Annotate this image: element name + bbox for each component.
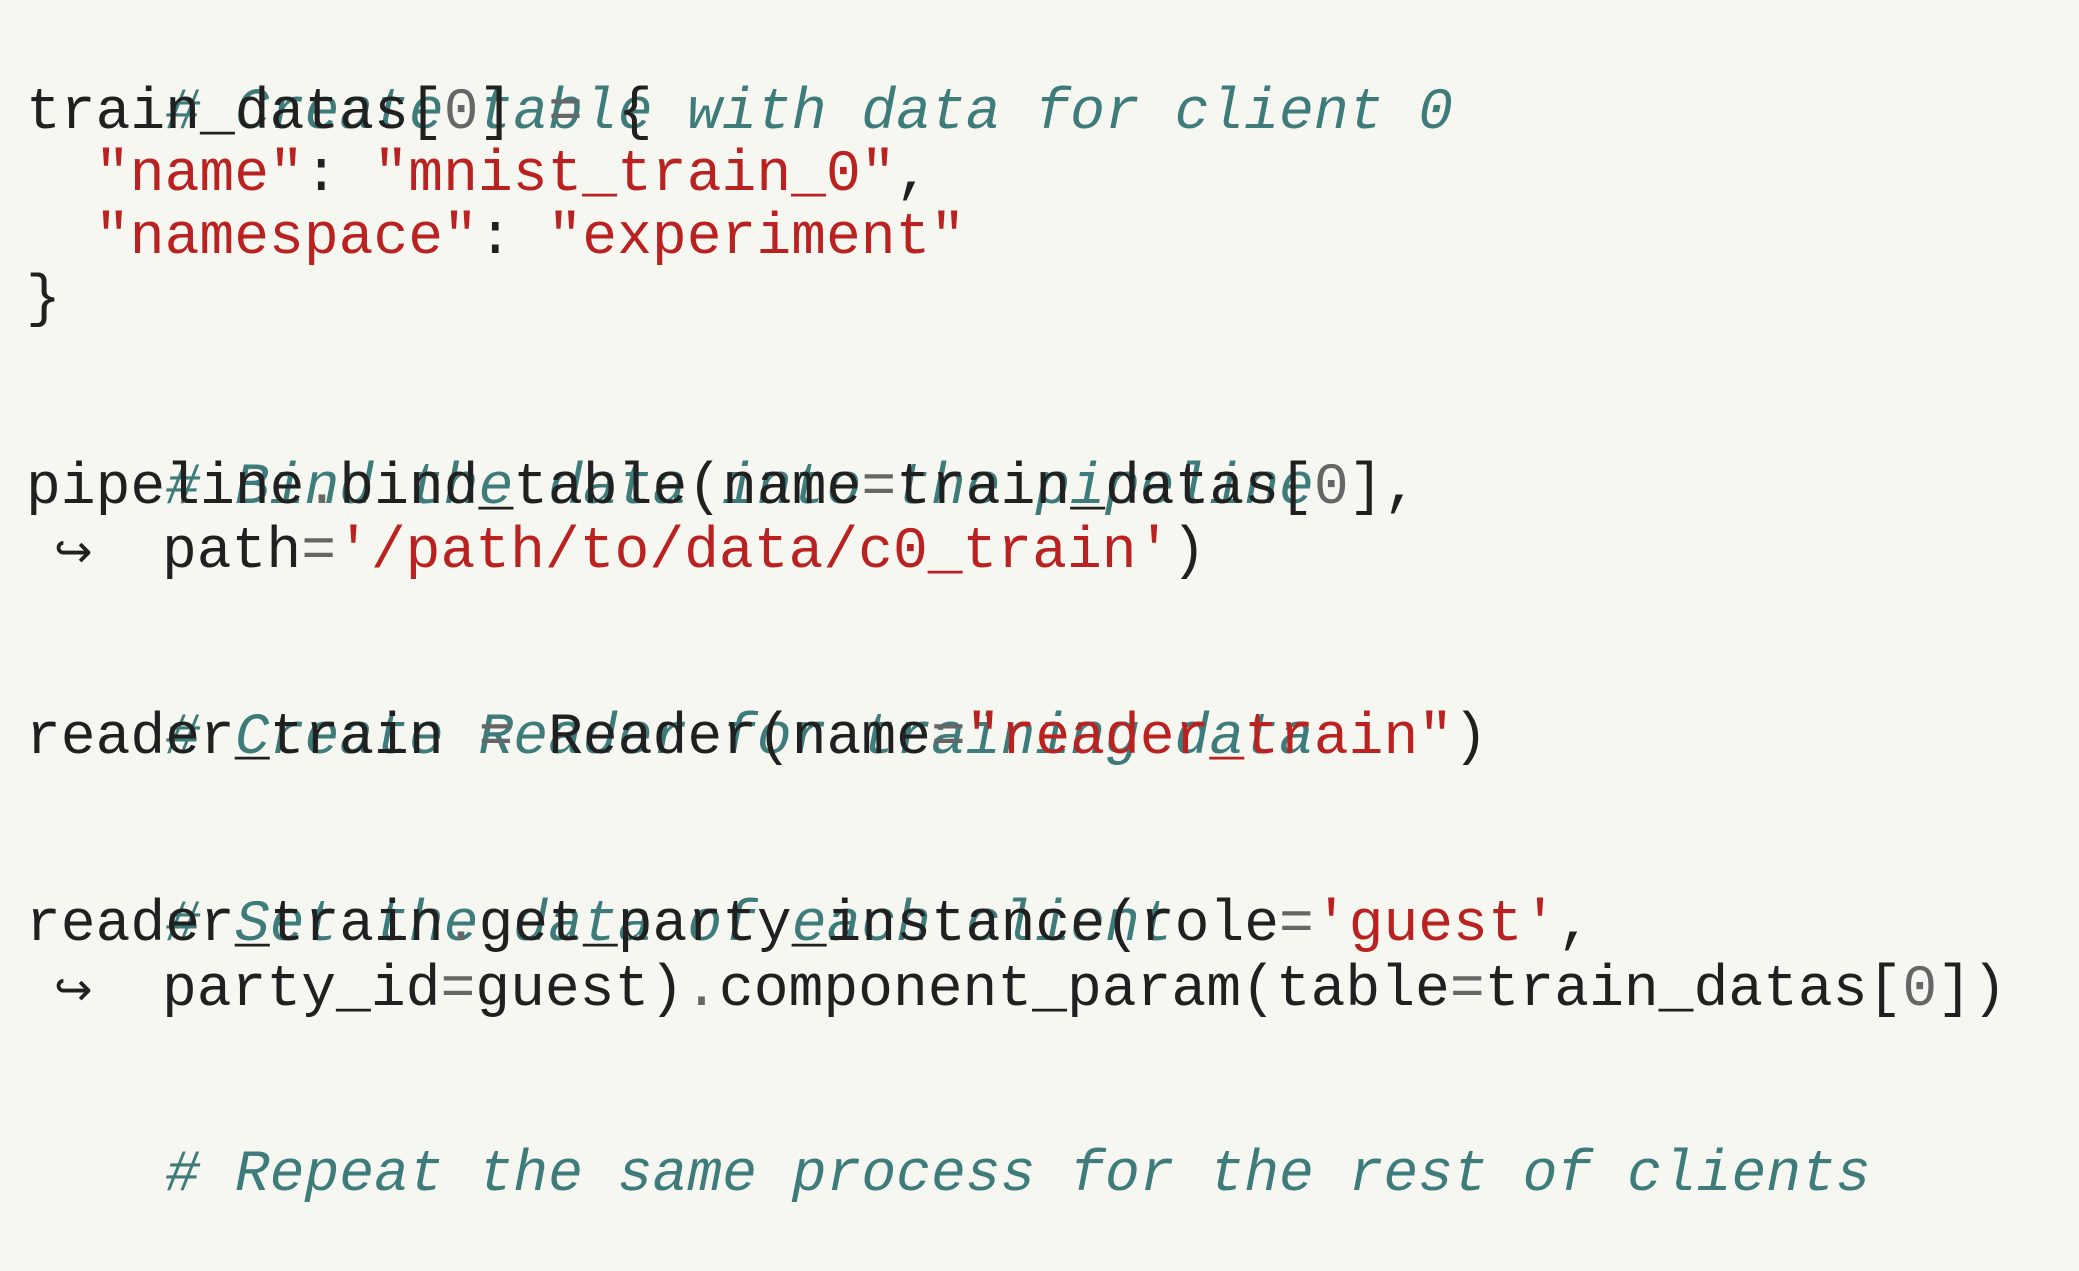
code-line-name-key: "name": "mnist_train_0",: [26, 143, 2066, 208]
code-operator: =: [301, 520, 337, 585]
code-punct: ,: [1557, 893, 1593, 958]
code-operator: =: [1279, 893, 1314, 958]
code-line-comment-bind: # Bind the data into the pipeline: [26, 395, 2066, 520]
code-identifier: train_datas[: [896, 455, 1314, 521]
code-comment: # Create table with data for client 0: [165, 80, 1454, 146]
code-line-train-datas-assign: train_datas[0] = {: [26, 80, 2066, 146]
code-line-component-param: ↪party_id=guest).component_param(table=t…: [26, 957, 2066, 1023]
line-continuation-arrow-icon: ↪: [54, 524, 93, 578]
code-call: Reader(name: [548, 705, 931, 771]
code-operator: =: [513, 80, 618, 146]
code-comment: # Create Reader for training data: [165, 705, 1314, 771]
code-punct: ]): [1937, 957, 2007, 1023]
code-operator: .: [684, 957, 719, 1023]
code-call: get_party_instance(role: [478, 893, 1280, 958]
code-identifier: pipeline: [26, 455, 305, 521]
code-call: bind_table(name: [339, 455, 862, 521]
code-string: "experiment": [547, 205, 966, 271]
code-operator: =: [440, 957, 476, 1023]
code-brace: }: [26, 268, 61, 333]
code-line-path-continuation: ↪ path='/path/to/data/c0_train'): [26, 520, 2066, 585]
code-string: '/path/to/data/c0_train': [336, 520, 1172, 585]
code-line-blank: [26, 333, 2066, 396]
code-identifier: reader_train: [26, 893, 444, 958]
code-number: 0: [1313, 455, 1349, 521]
code-number: 0: [443, 80, 479, 146]
code-identifier: party_id: [162, 957, 441, 1023]
code-line-comment-reader: # Create Reader for training data: [26, 645, 2066, 770]
code-line-comment-repeat: # Repeat the same process for the rest o…: [26, 1083, 2066, 1207]
code-line-namespace-key: "namespace": "experiment": [26, 205, 2066, 271]
code-line-blank: [26, 1020, 2066, 1083]
code-number: 0: [1902, 957, 1938, 1023]
code-punct: ): [1171, 520, 1207, 585]
code-line-blank: [26, 770, 2066, 833]
code-operator: .: [304, 455, 340, 521]
code-comment: # Set the data of each client: [165, 893, 1175, 958]
code-line-bind-table: pipeline.bind_table(name=train_datas[0],: [26, 455, 2066, 521]
code-operator: =: [443, 705, 549, 771]
code-string: "reader_train": [965, 705, 1454, 771]
code-line-comment-set-data: # Set the data of each client: [26, 833, 2066, 957]
code-punct: ],: [1348, 455, 1419, 521]
code-identifier: reader_train: [26, 705, 444, 771]
code-punct: ): [1453, 705, 1488, 771]
code-punct: :: [477, 205, 548, 271]
code-bracket: ]: [478, 80, 514, 146]
code-brace: {: [617, 80, 653, 146]
code-line-reader-assign: reader_train = Reader(name="reader_train…: [26, 705, 2066, 771]
code-operator: =: [861, 455, 897, 521]
code-string: "namespace": [95, 205, 478, 271]
code-line-get-party-instance: reader_train.get_party_instance(role='gu…: [26, 893, 2066, 958]
code-call: component_param(table: [718, 957, 1450, 1023]
code-identifier: guest): [475, 957, 685, 1023]
code-punct: :: [303, 143, 374, 208]
code-string: 'guest': [1313, 893, 1558, 958]
line-continuation-arrow-icon: ↪: [54, 961, 93, 1016]
code-identifier: train_datas[: [1484, 957, 1903, 1023]
code-listing: # Create table with data for client 0 tr…: [26, 20, 2066, 1207]
code-bracket: [: [408, 80, 444, 146]
code-line-close-brace: }: [26, 268, 2066, 333]
code-line-blank: [26, 583, 2066, 646]
code-string: "name": [95, 143, 304, 208]
code-comment: # Bind the data into the pipeline: [165, 455, 1314, 521]
code-identifier: train_datas: [26, 80, 409, 146]
code-punct: ,: [895, 143, 931, 208]
code-string: "mnist_train_0": [373, 143, 896, 208]
code-identifier: path: [162, 520, 302, 585]
code-line-comment-create-table: # Create table with data for client 0: [26, 20, 2066, 145]
code-operator: =: [1449, 957, 1485, 1023]
code-comment: # Repeat the same process for the rest o…: [165, 1143, 1871, 1208]
code-operator: .: [443, 893, 479, 958]
code-operator: =: [930, 705, 966, 771]
